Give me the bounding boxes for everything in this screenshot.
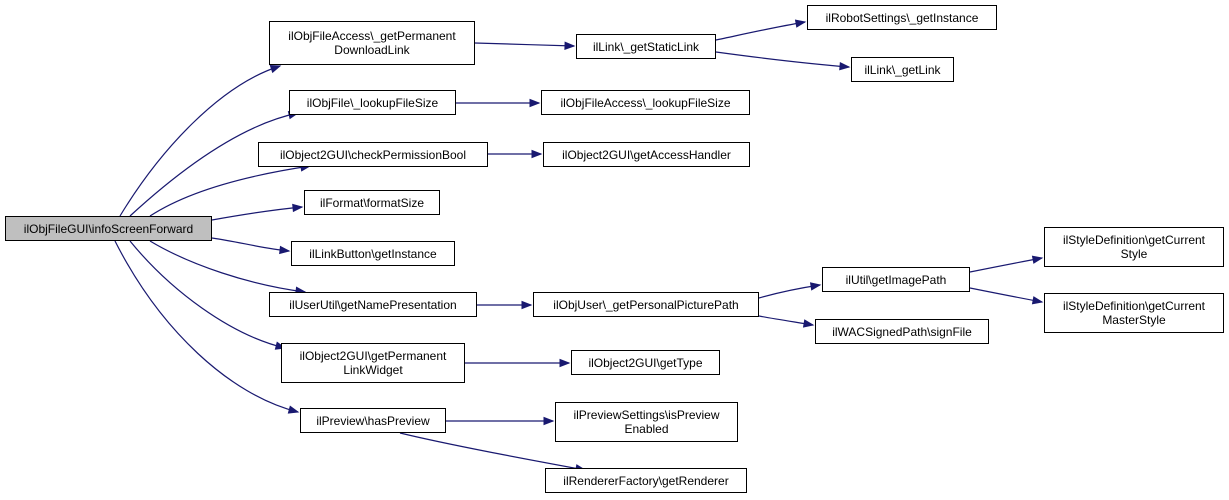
edge-root-linkbutton xyxy=(211,237,290,252)
edge-picturepath-signfile-arrowhead xyxy=(802,319,815,328)
node-getStaticLink[interactable]: ilLink\_getStaticLink xyxy=(576,34,716,59)
edge-downloadlink-staticlink xyxy=(474,42,575,47)
node-getLink[interactable]: ilLink\_getLink xyxy=(851,57,954,82)
node-getPersonalPicturePath[interactable]: ilObjUser\_getPersonalPicturePath xyxy=(533,292,759,317)
edge-root-linkbutton-arrowhead xyxy=(279,245,291,255)
edge-root-downloadlink xyxy=(119,65,281,217)
edge-staticlink-robot xyxy=(715,21,806,41)
edge-staticlink-robot-arrowhead xyxy=(794,19,807,28)
edge-imagepath-currentstyle xyxy=(969,257,1043,273)
edge-haspreview-renderer xyxy=(399,432,586,471)
node-accessLookupFileSize[interactable]: ilObjFileAccess\_lookupFileSize xyxy=(541,90,750,115)
edge-imagepath-masterstyle xyxy=(969,287,1043,303)
edge-root-downloadlink-arrowhead xyxy=(269,65,282,74)
edge-staticlink-getlink-arrowhead xyxy=(839,61,851,71)
node-getNamePresentation[interactable]: ilUserUtil\getNamePresentation xyxy=(269,292,477,317)
node-isPreviewEnabled[interactable]: ilPreviewSettings\isPreview Enabled xyxy=(555,402,738,442)
edge-picturepath-imagepath-arrowhead xyxy=(809,282,822,291)
node-getRenderer[interactable]: ilRendererFactory\getRenderer xyxy=(545,468,747,493)
node-getImagePath[interactable]: ilUtil\getImagePath xyxy=(822,267,970,292)
edge-staticlink-getlink xyxy=(715,51,850,68)
node-signFile[interactable]: ilWACSignedPath\signFile xyxy=(815,319,989,344)
edge-root-linkwidget xyxy=(129,240,286,349)
node-robotGetInstance[interactable]: ilRobotSettings\_getInstance xyxy=(807,5,997,30)
edge-imagepath-masterstyle-arrowhead xyxy=(1031,296,1044,305)
edge-root-checkpermission xyxy=(149,165,311,217)
edge-imagepath-currentstyle-arrowhead xyxy=(1031,255,1044,264)
edge-checkpermission-accesshandler-arrowhead xyxy=(531,149,543,159)
edge-downloadlink-staticlink-arrowhead xyxy=(564,41,576,50)
edge-root-lookupfilesize xyxy=(129,112,299,217)
node-getPermanentDownloadLink[interactable]: ilObjFileAccess\_getPermanent DownloadLi… xyxy=(269,21,475,65)
node-getCurrentStyle[interactable]: ilStyleDefinition\getCurrent Style xyxy=(1044,227,1224,267)
node-lookupFileSize[interactable]: ilObjFile\_lookupFileSize xyxy=(289,90,456,115)
node-hasPreview[interactable]: ilPreview\hasPreview xyxy=(300,408,446,433)
node-formatSize[interactable]: ilFormat\formatSize xyxy=(304,190,440,215)
edge-root-formatsize xyxy=(211,206,303,221)
edge-root-haspreview xyxy=(114,240,299,413)
node-getPermanentLinkWidget[interactable]: ilObject2GUI\getPermanent LinkWidget xyxy=(281,343,465,383)
node-getType[interactable]: ilObject2GUI\getType xyxy=(571,350,720,375)
edge-namepresentation-picturepath-arrowhead xyxy=(521,300,533,310)
edge-lookup-accesslookup-arrowhead xyxy=(529,98,541,108)
edge-root-haspreview-arrowhead xyxy=(287,405,300,414)
node-root: ilObjFileGUI\infoScreenForward xyxy=(5,216,212,241)
edge-linkwidget-gettype-arrowhead xyxy=(559,358,571,368)
node-linkButtonGetInstance[interactable]: ilLinkButton\getInstance xyxy=(291,241,455,266)
edge-root-namepresentation xyxy=(149,240,306,293)
edge-haspreview-previewenabled-arrowhead xyxy=(543,416,555,426)
node-getCurrentMasterStyle[interactable]: ilStyleDefinition\getCurrent MasterStyle xyxy=(1044,293,1224,333)
node-getAccessHandler[interactable]: ilObject2GUI\getAccessHandler xyxy=(543,142,750,167)
edge-root-formatsize-arrowhead xyxy=(292,203,304,213)
node-checkPermissionBool[interactable]: ilObject2GUI\checkPermissionBool xyxy=(258,142,488,167)
